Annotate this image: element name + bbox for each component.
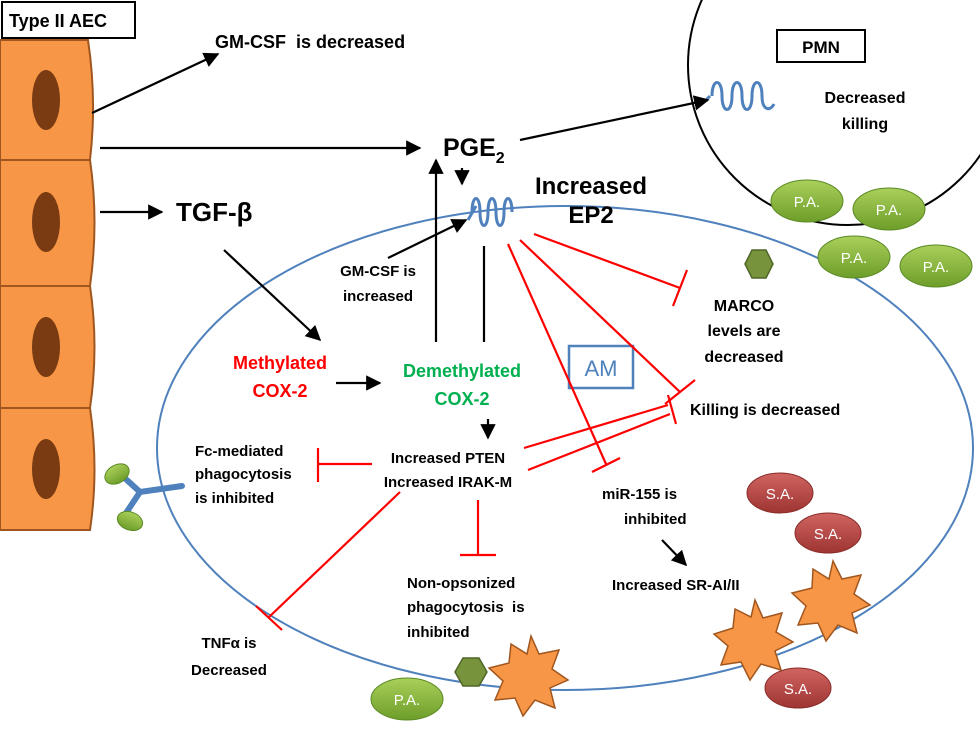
gmcsf-increased-label-1: GM-CSF is [340,263,416,280]
sa-label-2: S.A. [814,526,842,543]
mir155-label-2: inhibited [624,511,687,528]
marco-receptor-icon-bottom [454,657,488,687]
pmn-killing-text-2: killing [842,116,888,133]
pge2-label: PGE2 [443,134,505,167]
type-ii-aec-cells [0,39,96,531]
pa-label-2: P.A. [876,202,902,219]
pa-bacterium-1 [770,179,844,223]
sa-bacterium-3 [764,667,832,709]
fc-phagocytosis-label-3: is inhibited [195,490,274,507]
arrow-mir155-to-sr [661,539,688,567]
pmn-ep2-receptor-icon [702,81,776,111]
sa-bacteria: S.A. S.A. S.A. [746,472,862,709]
fc-phagocytosis-label-1: Fc-mediated [195,443,283,460]
demethylated-cox2-label-1: Demethylated [403,361,521,381]
mir155-label-1: miR-155 is [602,486,677,503]
increased-irakm-label: Increased IRAK-M [384,474,512,491]
arrow-tgfb-to-methylated [223,249,322,342]
arrow-pge2-to-pmn [519,95,710,142]
inhibit-irak-tnf [267,491,401,619]
demethylated-cox2-label-2: COX-2 [434,389,489,409]
am-label-box [567,344,635,390]
marco-receptor-icon [744,249,774,279]
inhibition-lines [255,232,696,631]
alveolar-macrophage-membrane [156,205,974,691]
sa-label-3: S.A. [784,681,812,698]
marco-label-2: levels are [708,323,781,340]
fc-receptor-icon [104,463,185,532]
non-opsonized-label-2: phagocytosis is [407,599,525,616]
sa-bacterium-2 [794,512,862,554]
tnf-label-1: TNFα is [201,635,256,652]
sa-bacterium-1 [746,472,814,514]
increased-pten-label: Increased PTEN [391,450,505,467]
sr-ai-ii-label: Increased SR-AI/II [612,577,740,594]
pa-label-3: P.A. [841,250,867,267]
non-opsonized-label-1: Non-opsonized [407,575,515,592]
activation-arrows [91,52,710,567]
am-ep2-receptor-icon [466,197,514,227]
sr-receptor-star-icon-1 [790,558,872,643]
pa-label-5: P.A. [394,692,420,709]
am-label: AM [585,356,618,381]
arrow-gmcsf-to-ep2 [387,219,468,259]
pa-bacteria: P.A. P.A. P.A. P.A. P.A. [370,179,973,721]
marco-label-1: MARCO [714,298,774,315]
pa-label-1: P.A. [794,194,820,211]
pmn-label: PMN [802,38,840,57]
methylated-cox2-label-2: COX-2 [252,381,307,401]
pa-label-4: P.A. [923,259,949,276]
sr-receptor-star-icon-3 [487,633,570,718]
pa-bacterium-4 [899,244,973,288]
aec-nucleus-2 [32,192,60,252]
inhibit-pten-killing-2 [527,412,671,472]
gmcsf-increased-label-2: increased [343,288,413,305]
pa-bacterium-2 [852,187,926,231]
inhibit-pten-killing-1 [523,403,669,450]
pa-bacterium-3 [817,235,891,279]
gmcsf-decreased-label: GM-CSF is decreased [215,32,405,52]
aec-label-box [1,1,136,39]
tgfb-label: TGF-β [176,197,253,227]
methylated-cox2-label-1: Methylated [233,353,327,373]
sr-receptor-star-icon-2 [712,597,795,682]
increased-ep2-label-2: EP2 [568,202,613,229]
tnf-label-2: Decreased [191,662,267,679]
non-opsonized-label-3: inhibited [407,624,470,641]
sa-label-1: S.A. [766,486,794,503]
pmn-cell-membrane [687,0,980,226]
increased-ep2-label-1: Increased [535,173,647,200]
aec-nucleus-3 [32,317,60,377]
killing-decreased-label: Killing is decreased [690,402,840,419]
inhibit-ep2-killing [519,239,681,393]
pmn-killing-text-1: Decreased [825,90,906,107]
pmn-label-box [776,29,866,63]
fc-phagocytosis-label-2: phagocytosis [195,466,292,483]
marco-label-3: decreased [704,349,783,366]
aec-nucleus-1 [32,70,60,130]
aec-label: Type II AEC [9,11,107,31]
aec-nucleus-4 [32,439,60,499]
arrow-aec-to-gmcsf [91,52,220,114]
inhibit-ep2-marco [533,232,681,290]
pa-bacterium-5 [370,677,444,721]
